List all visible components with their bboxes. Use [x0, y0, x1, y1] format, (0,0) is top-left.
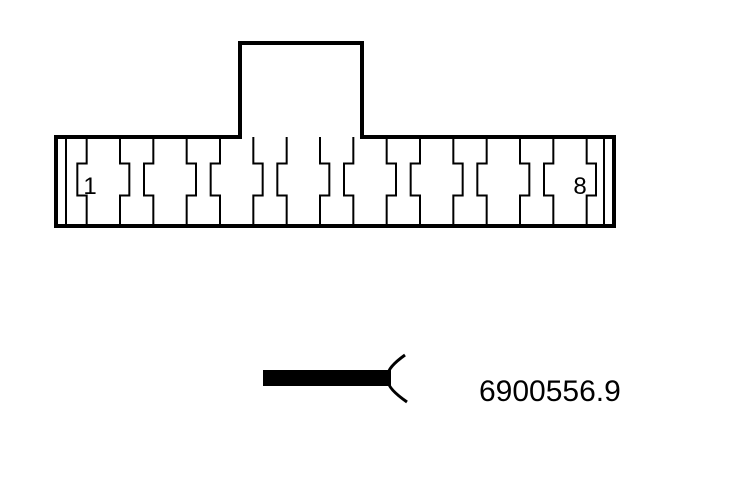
- connector-housing: [54, 41, 616, 228]
- pin-cavity: [343, 137, 397, 226]
- pin-cavity: [76, 137, 131, 226]
- pin-label-first: 1: [83, 173, 96, 200]
- pin-cavity: [543, 137, 597, 226]
- receptacle-icon: [386, 353, 408, 404]
- pin-label-last: 8: [573, 173, 586, 200]
- pin-cavities: [76, 137, 597, 226]
- pin-cavity: [143, 137, 197, 226]
- pin-cavity: [276, 137, 331, 226]
- pin-cavity: [476, 137, 531, 226]
- pin-cavity: [409, 137, 464, 226]
- wire-symbol: [263, 370, 391, 386]
- part-number: 6900556.9: [479, 375, 621, 408]
- pin-cavity: [209, 137, 264, 226]
